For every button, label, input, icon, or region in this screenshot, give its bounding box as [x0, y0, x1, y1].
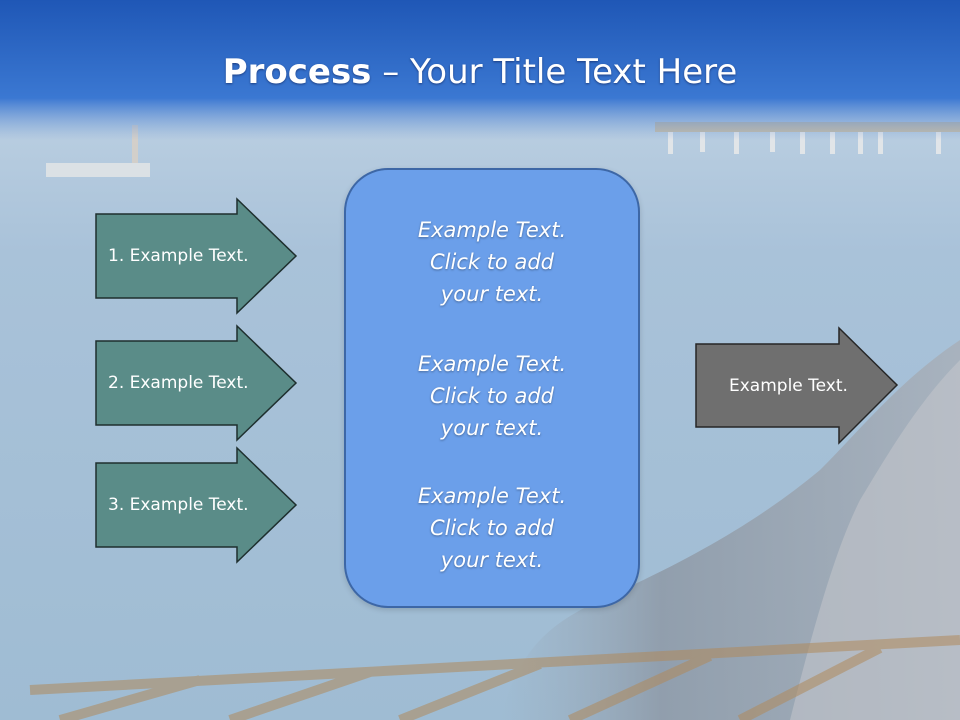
process-text-line: Example Text.: [417, 218, 567, 242]
process-text-line: your text.: [440, 548, 544, 572]
process-text-block-2[interactable]: Example Text. Click to add your text.: [346, 348, 638, 444]
process-text-line: Example Text.: [417, 352, 567, 376]
title-bold: Process: [222, 52, 372, 92]
process-text-line: your text.: [440, 416, 544, 440]
input-arrow-3[interactable]: 3. Example Text.: [95, 446, 298, 564]
process-text-block-1[interactable]: Example Text. Click to add your text.: [346, 214, 638, 310]
slide-title: Process – Your Title Text Here: [0, 52, 960, 92]
process-text-line: Example Text.: [417, 484, 567, 508]
input-arrow-1[interactable]: 1. Example Text.: [95, 197, 298, 315]
arrow-shape: [95, 324, 298, 442]
process-box[interactable]: Example Text. Click to add your text. Ex…: [344, 168, 640, 608]
title-rest: – Your Title Text Here: [371, 52, 738, 92]
input-arrow-label: 2. Example Text.: [108, 373, 249, 393]
input-arrow-2[interactable]: 2. Example Text.: [95, 324, 298, 442]
arrow-shape: [695, 326, 899, 445]
process-text-block-3[interactable]: Example Text. Click to add your text.: [346, 480, 638, 576]
arrow-shape: [95, 197, 298, 315]
input-arrow-label: 3. Example Text.: [108, 495, 249, 515]
arrow-shape: [95, 446, 298, 564]
output-arrow[interactable]: Example Text.: [695, 326, 899, 445]
process-text-line: Click to add: [429, 384, 554, 408]
process-text-line: Click to add: [429, 516, 554, 540]
output-arrow-label: Example Text.: [729, 375, 848, 396]
process-text-line: your text.: [440, 282, 544, 306]
input-arrow-label: 1. Example Text.: [108, 246, 249, 266]
process-text-line: Click to add: [429, 250, 554, 274]
